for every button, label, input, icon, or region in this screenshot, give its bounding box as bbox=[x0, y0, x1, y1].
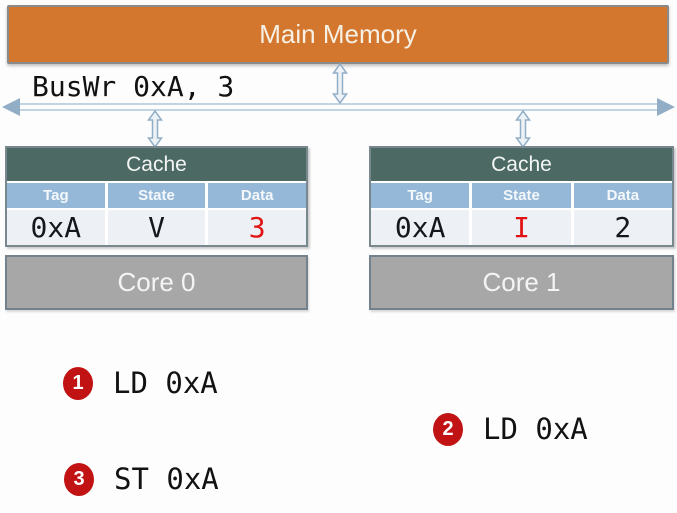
event2-label: LD 0xA bbox=[483, 412, 588, 446]
cache1-column-headers: Tag State Data bbox=[371, 183, 672, 210]
cache1-col-state: State bbox=[469, 183, 571, 208]
core0-box: Core 0 bbox=[5, 255, 308, 310]
event-item-2: 2 LD 0xA bbox=[433, 412, 588, 446]
cache0-cell-state: V bbox=[104, 210, 206, 245]
event-item-1: 1 LD 0xA bbox=[63, 366, 218, 400]
cache1-col-tag: Tag bbox=[371, 183, 470, 208]
core1-box: Core 1 bbox=[369, 255, 674, 310]
event-item-3: 3 ST 0xA bbox=[64, 462, 219, 496]
event3-label: ST 0xA bbox=[114, 462, 219, 496]
event3-number-badge: 3 bbox=[64, 462, 94, 496]
cache1-title: Cache bbox=[371, 148, 672, 183]
cache1-cell-tag: 0xA bbox=[371, 210, 470, 245]
cache0-cell-tag: 0xA bbox=[7, 210, 105, 245]
cache0-cell-data: 3 bbox=[205, 210, 307, 245]
main-memory-box: Main Memory bbox=[7, 5, 669, 64]
cache0-column-headers: Tag State Data bbox=[7, 183, 307, 210]
core0-label: Core 0 bbox=[117, 267, 196, 297]
cache1-cell-data: 2 bbox=[570, 210, 672, 245]
cache1-cell-state: I bbox=[469, 210, 571, 245]
cache1-col-data: Data bbox=[570, 183, 672, 208]
cache0-col-data: Data bbox=[205, 183, 307, 208]
bus-cache0-arrow-icon bbox=[147, 109, 163, 149]
cache0-table: Cache Tag State Data 0xA V 3 bbox=[5, 146, 308, 247]
bus-transaction-label: BusWr 0xA, 3 bbox=[32, 70, 235, 103]
event1-number-badge: 1 bbox=[63, 366, 93, 400]
cache0-title: Cache bbox=[7, 148, 306, 183]
cache0-data-row: 0xA V 3 bbox=[7, 210, 307, 245]
event1-label: LD 0xA bbox=[113, 366, 218, 400]
cache0-col-state: State bbox=[104, 183, 206, 208]
main-memory-label: Main Memory bbox=[259, 19, 417, 49]
bus-cache1-arrow-icon bbox=[515, 109, 531, 149]
cache0-col-tag: Tag bbox=[7, 183, 105, 208]
core1-label: Core 1 bbox=[482, 267, 561, 297]
memory-bus-arrow-icon bbox=[332, 62, 348, 105]
cache1-table: Cache Tag State Data 0xA I 2 bbox=[369, 146, 674, 247]
event2-number-badge: 2 bbox=[433, 412, 463, 446]
cache1-data-row: 0xA I 2 bbox=[371, 210, 672, 245]
